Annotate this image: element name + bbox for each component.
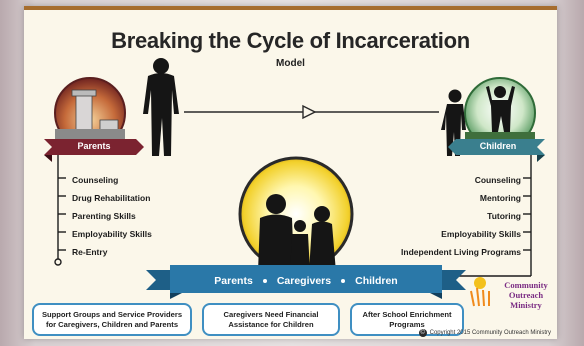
children-service-item: Counseling <box>474 175 521 185</box>
children-service-item: Tutoring <box>487 211 521 221</box>
logo-line-3: Ministry <box>510 300 542 310</box>
parents-service-item: Counseling <box>72 175 119 185</box>
children-services-list: Counseling Mentoring Tutoring Employabil… <box>401 171 521 261</box>
children-ribbon-label: Children <box>479 141 517 151</box>
diagram-title: Breaking the Cycle of Incarceration <box>111 28 470 53</box>
parents-ribbon-label: Parents <box>77 141 111 151</box>
copyright-icon: © <box>418 329 427 337</box>
parents-services-list: Counseling Drug Rehabilitation Parenting… <box>72 171 152 261</box>
family-sun-circle <box>238 156 354 272</box>
parents-service-item: Re-Entry <box>72 247 108 257</box>
diagram-subtitle: Model <box>276 58 305 69</box>
family-band: Parents Caregivers Children <box>170 271 442 291</box>
band-separator-dot <box>341 279 346 283</box>
band-label-caregivers: Caregivers <box>276 275 332 287</box>
children-service-item: Independent Living Programs <box>401 247 521 257</box>
family-band-ribbon <box>146 265 466 299</box>
band-label-children: Children <box>355 275 398 287</box>
parents-prison-circle <box>54 77 126 149</box>
band-separator-dot <box>262 279 267 283</box>
diagram-board: Breaking the Cycle of Incarceration Mode… <box>24 6 557 339</box>
children-service-item: Mentoring <box>479 193 521 203</box>
ministry-logo-text: Community Outreach Ministry <box>498 280 554 310</box>
copyright-footer: © Copyright 2015 Community Outreach Mini… <box>418 329 551 337</box>
top-accent-bar <box>24 6 557 10</box>
ministry-logo-mark <box>470 277 490 307</box>
support-box-groups: Support Groups and Service Providers for… <box>32 303 192 336</box>
diagram-graphics <box>44 58 545 307</box>
support-box-financial: Caregivers Need Financial Assistance for… <box>202 303 340 336</box>
copyright-text: Copyright 2015 Community Outreach Minist… <box>429 330 551 336</box>
logo-line-2: Outreach <box>508 290 544 300</box>
parents-service-item: Employability Skills <box>72 229 152 239</box>
parent-silhouette <box>143 58 179 156</box>
connector-top <box>184 104 439 120</box>
children-service-item: Employability Skills <box>441 229 521 239</box>
parents-service-item: Parenting Skills <box>72 211 136 221</box>
children-ribbon <box>448 139 545 162</box>
parents-service-item: Drug Rehabilitation <box>72 193 151 203</box>
children-sky-circle <box>464 77 536 149</box>
band-label-parents: Parents <box>214 275 253 287</box>
parents-timeline <box>54 155 66 266</box>
support-box-after-school: After School Enrichment Programs <box>350 303 464 336</box>
logo-line-1: Community <box>504 280 548 290</box>
parents-ribbon <box>44 139 144 162</box>
